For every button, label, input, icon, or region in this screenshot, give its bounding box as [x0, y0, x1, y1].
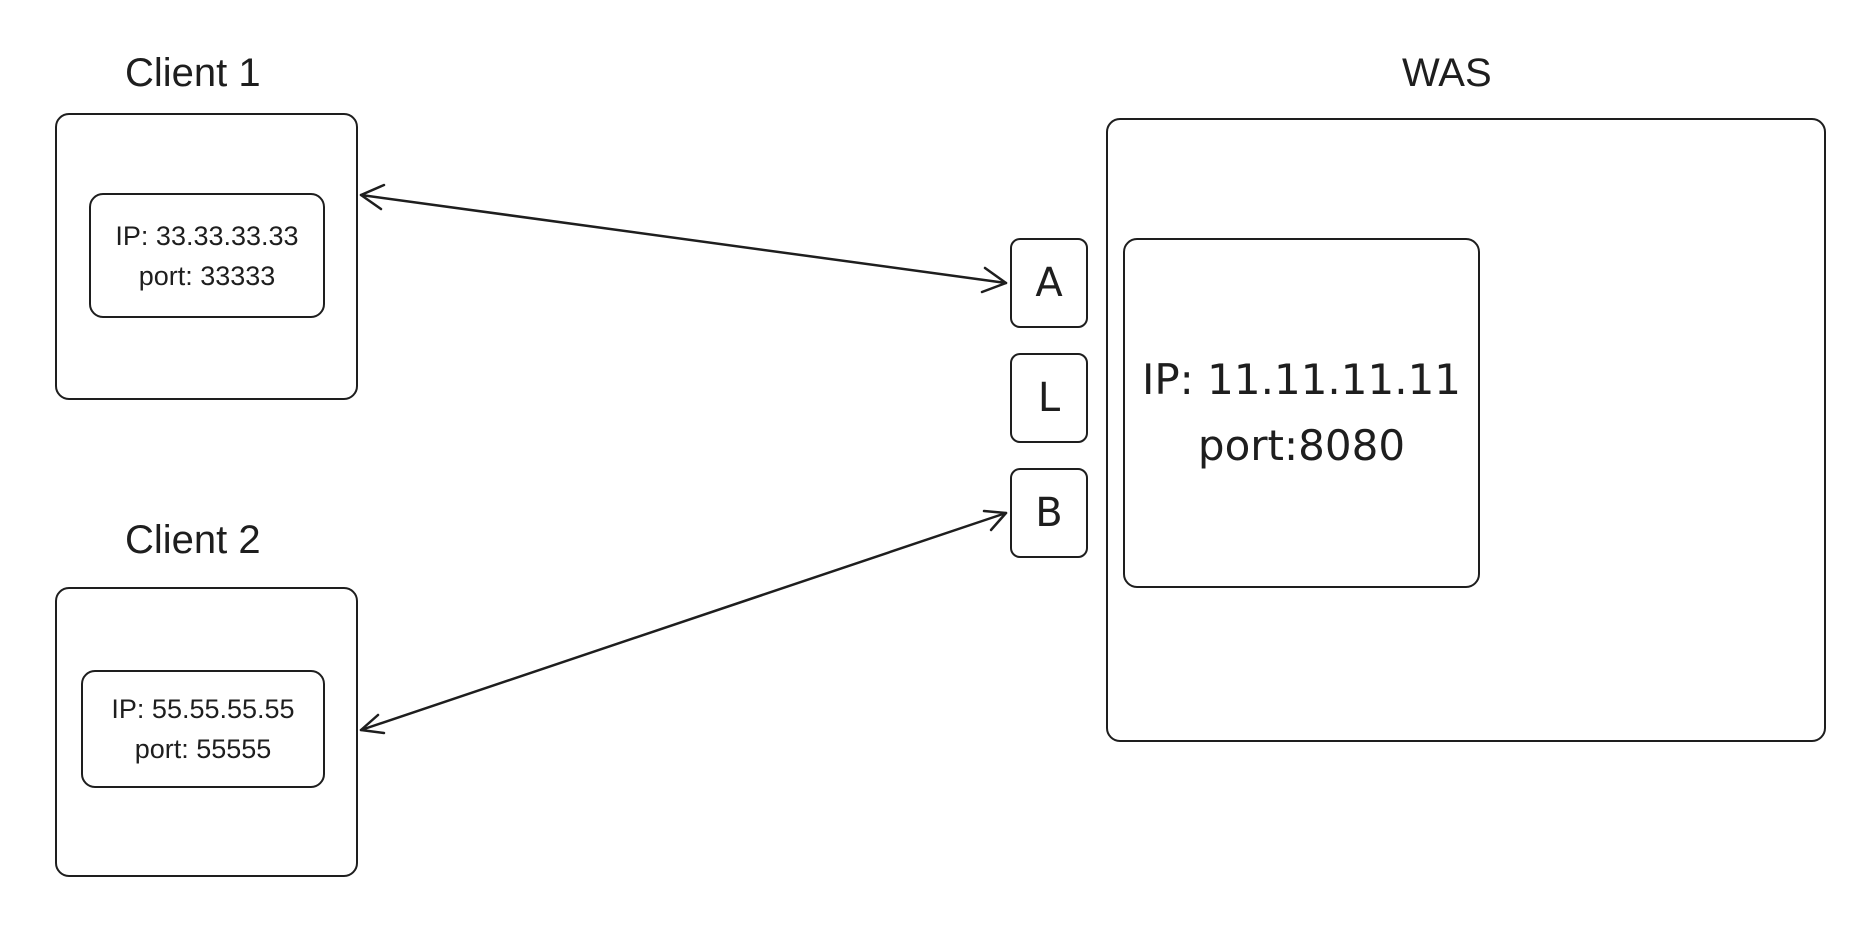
port-tag-a[interactable]: A [1010, 238, 1088, 328]
client1-address-box[interactable]: IP: 33.33.33.33 port: 33333 [89, 193, 325, 318]
port-tag-b[interactable]: B [1010, 468, 1088, 558]
client1-port: port: 33333 [138, 260, 276, 291]
was-port: port:8080 [1197, 421, 1406, 470]
was-address-box[interactable]: IP: 11.11.11.11 port:8080 [1123, 238, 1480, 588]
was-title: WAS [1402, 51, 1492, 95]
client2-box[interactable] [55, 587, 358, 877]
client2-port: port: 55555 [134, 734, 272, 764]
client1-ip: IP: 33.33.33.33 [115, 220, 299, 251]
client2-ip: IP: 55.55.55.55 [111, 694, 295, 724]
client2-to-port-b-arrow [359, 509, 1008, 735]
client1-title: Client 1 [125, 51, 261, 95]
port-tag-l[interactable]: L [1010, 353, 1088, 443]
was-box[interactable] [1106, 118, 1826, 742]
was-ip: IP: 11.11.11.11 [1141, 355, 1462, 404]
client1-to-port-a-arrow [359, 183, 1008, 294]
client1-box[interactable] [55, 113, 358, 400]
client2-title: Client 2 [125, 518, 261, 562]
client2-address-box[interactable]: IP: 55.55.55.55 port: 55555 [81, 670, 325, 788]
